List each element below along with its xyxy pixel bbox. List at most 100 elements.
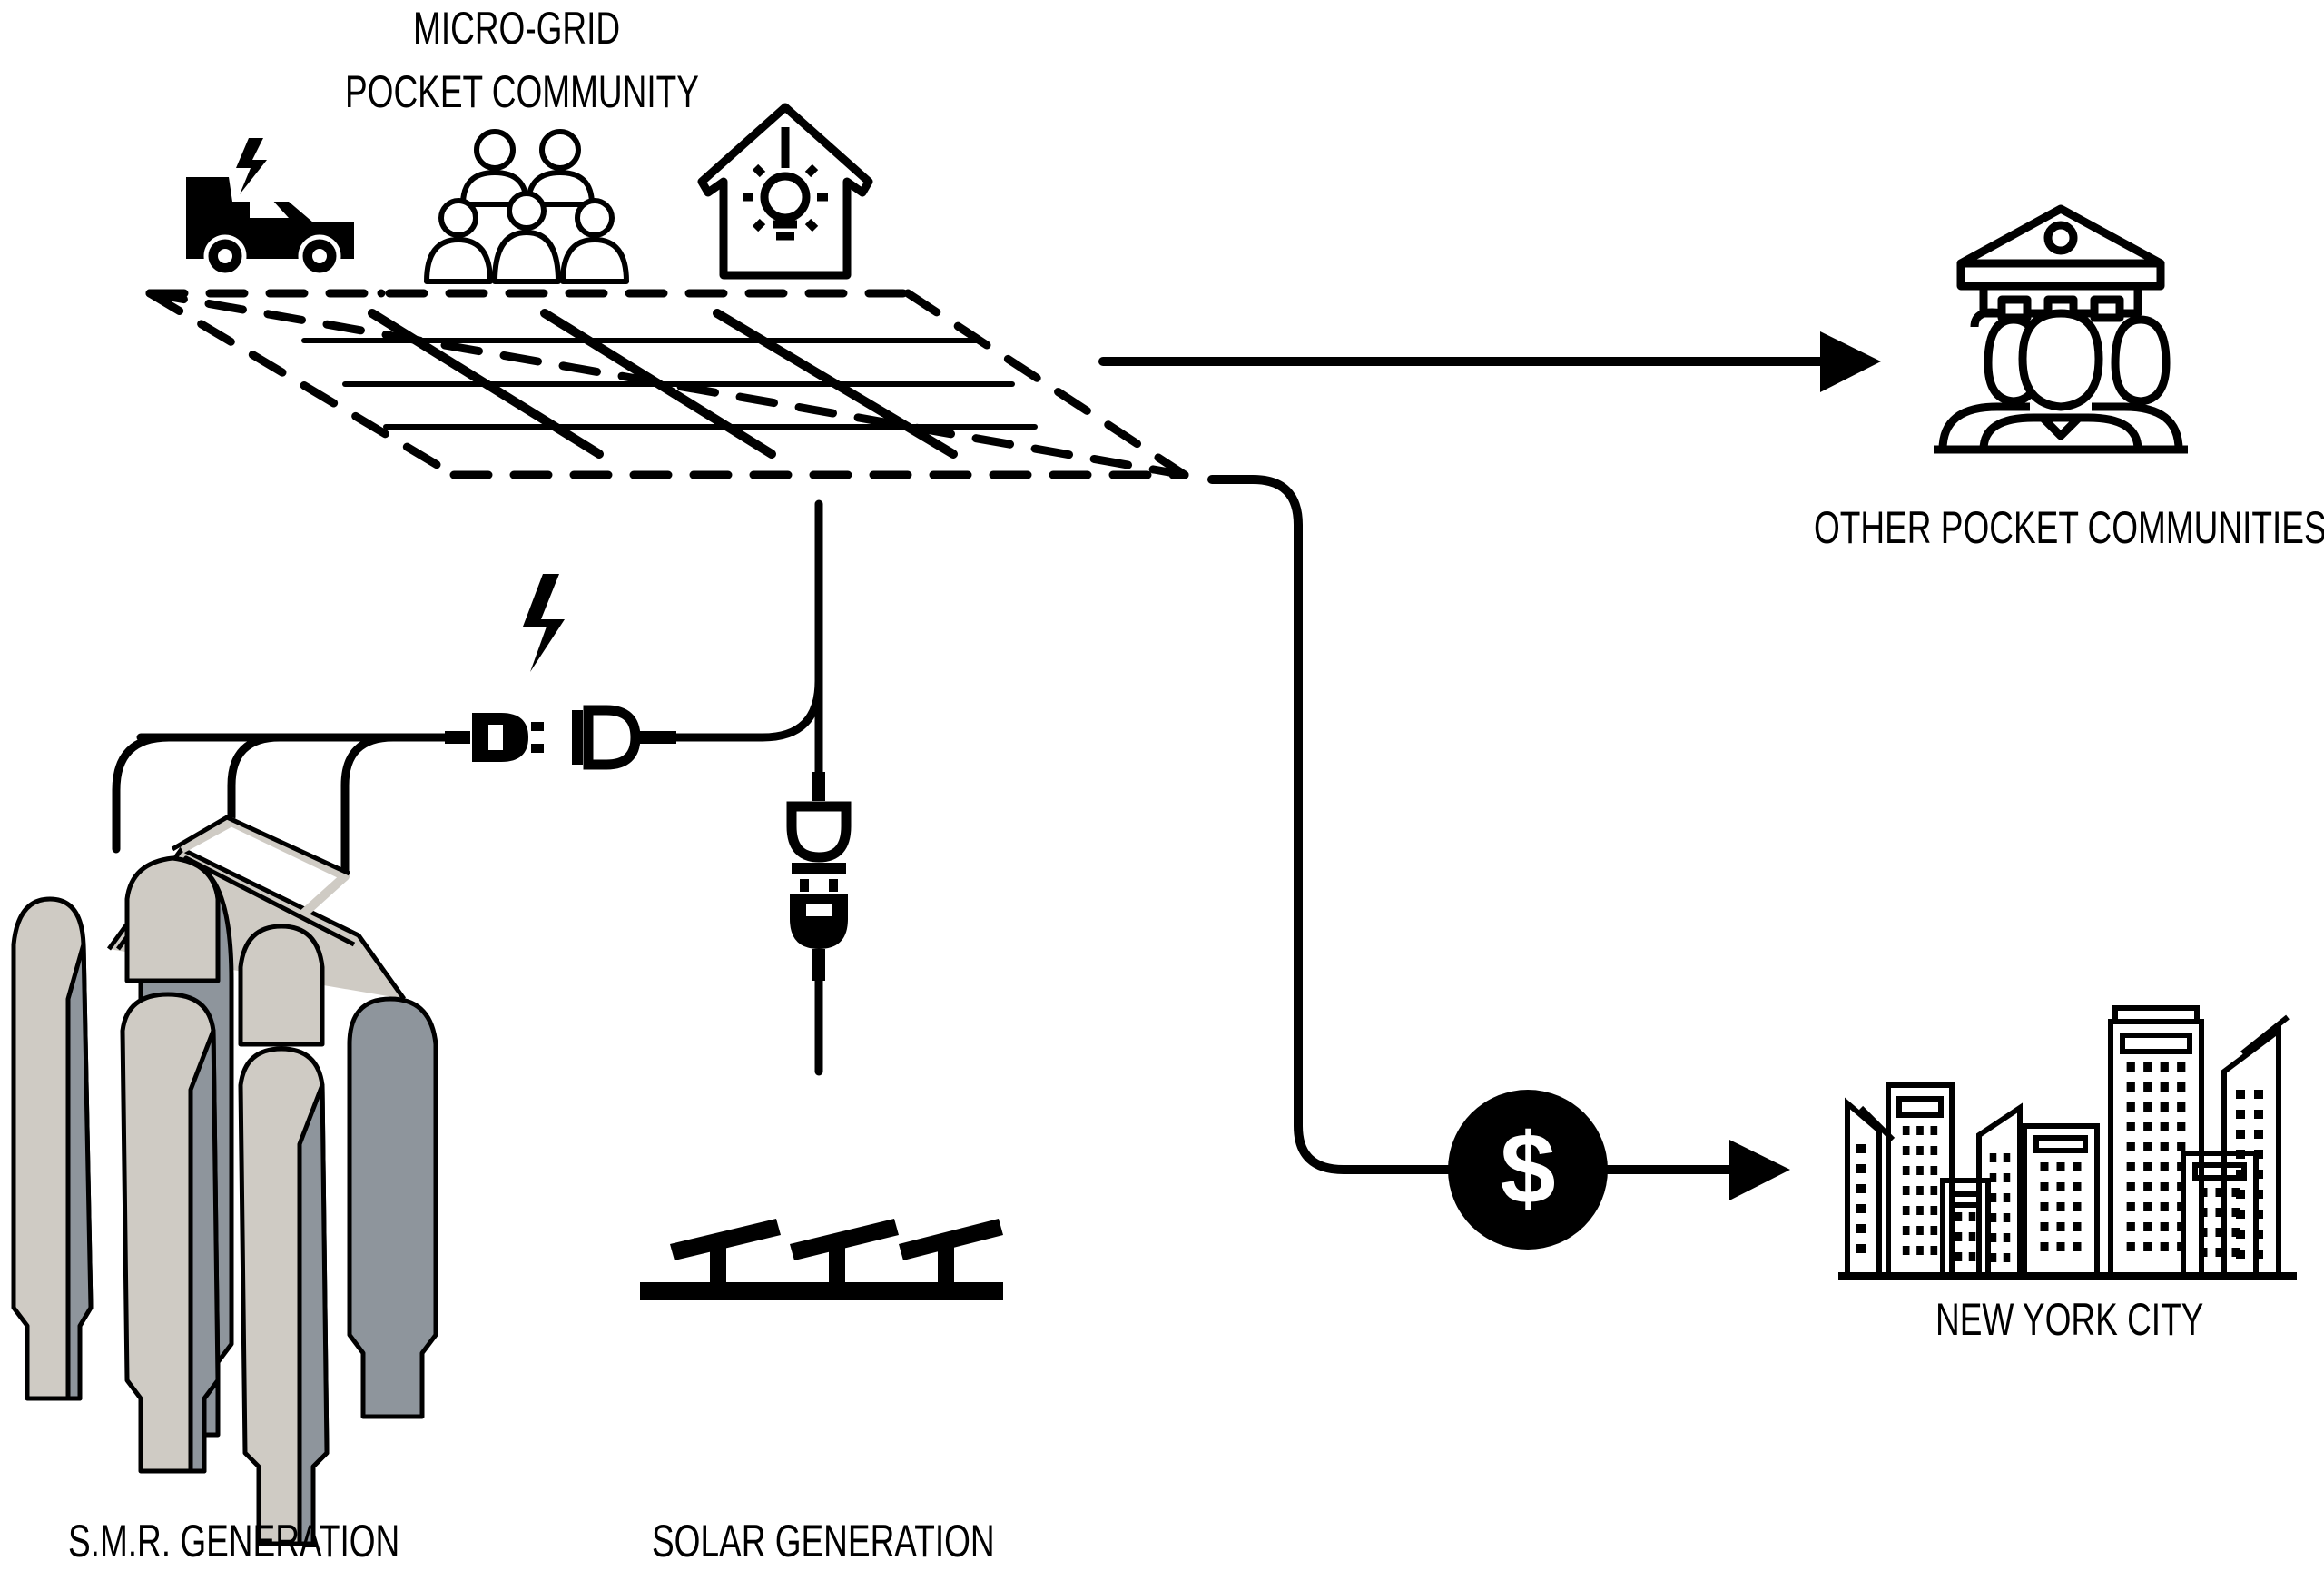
city-window <box>1989 1253 1997 1262</box>
city-window <box>2073 1202 2082 1211</box>
city-window <box>1955 1212 1963 1221</box>
city-window <box>2254 1150 2263 1159</box>
city-window <box>2126 1202 2135 1211</box>
city-window <box>1916 1186 1924 1195</box>
city-window <box>1916 1166 1924 1175</box>
city-window <box>1930 1226 1938 1235</box>
flow-lines <box>112 357 1838 1174</box>
city-window <box>2003 1233 2011 1242</box>
city-window <box>1856 1144 1866 1153</box>
city-window <box>2236 1170 2245 1179</box>
city-window <box>2056 1202 2065 1211</box>
city-window <box>2003 1213 2011 1222</box>
city-window <box>2040 1242 2049 1251</box>
city-skyline-windows <box>1856 1062 2263 1262</box>
city-window <box>2215 1188 2224 1197</box>
city-window <box>2160 1162 2169 1171</box>
solar-panels-icon <box>640 1219 1003 1300</box>
smart-home-icon <box>697 103 873 280</box>
city-window <box>1968 1252 1976 1261</box>
city-window <box>1902 1186 1910 1195</box>
city-window <box>2177 1062 2186 1072</box>
city-window <box>2177 1122 2186 1131</box>
city-window <box>1989 1193 1997 1202</box>
other-communities-label: OTHER POCKET COMMUNITIES <box>1814 502 2324 553</box>
city-window <box>1930 1186 1938 1195</box>
city-window <box>2177 1242 2186 1251</box>
city-window <box>2073 1162 2082 1171</box>
city-window <box>1856 1204 1866 1213</box>
city-window <box>2160 1182 2169 1191</box>
city-window <box>2199 1228 2208 1237</box>
city-window <box>2254 1230 2263 1239</box>
city-window <box>2126 1182 2135 1191</box>
city-window <box>2199 1248 2208 1257</box>
city-window <box>1955 1252 1963 1261</box>
city-window <box>1989 1213 1997 1222</box>
city-window <box>2003 1173 2011 1182</box>
city-window <box>2160 1082 2169 1092</box>
city-window <box>1916 1206 1924 1215</box>
money-token: $ <box>1448 1090 1608 1250</box>
dollar-symbol: $ <box>1500 1113 1555 1225</box>
city-window <box>2254 1170 2263 1179</box>
city-window <box>2177 1102 2186 1112</box>
city-window <box>1902 1166 1910 1175</box>
city-window <box>1856 1244 1866 1253</box>
city-window <box>2215 1248 2224 1257</box>
city-window <box>2073 1182 2082 1191</box>
city-window <box>2143 1222 2152 1231</box>
city-window <box>2143 1242 2152 1251</box>
plug-connector-horizontal <box>445 574 676 770</box>
city-window <box>2236 1130 2245 1139</box>
city-window <box>1989 1233 1997 1242</box>
city-window <box>2126 1102 2135 1112</box>
city-window <box>2177 1202 2186 1211</box>
city-window <box>1916 1246 1924 1255</box>
city-window <box>2040 1162 2049 1171</box>
city-window <box>2056 1242 2065 1251</box>
city-skyline-icon <box>1838 1005 2297 1280</box>
city-window <box>2236 1190 2245 1199</box>
city-window <box>1902 1126 1910 1135</box>
city-window <box>2236 1150 2245 1159</box>
city-window <box>1930 1246 1938 1255</box>
arrowhead-to-nyc <box>1729 1140 1790 1200</box>
city-window <box>1955 1232 1963 1241</box>
city-window <box>1930 1206 1938 1215</box>
city-window <box>2143 1162 2152 1171</box>
micro-grid-plane <box>145 289 1189 479</box>
city-window <box>2143 1102 2152 1112</box>
arrowhead-to-communities <box>1820 331 1881 392</box>
city-window <box>1856 1224 1866 1233</box>
city-window <box>2160 1202 2169 1211</box>
city-window <box>2040 1222 2049 1231</box>
city-window <box>2160 1242 2169 1251</box>
city-window <box>2040 1202 2049 1211</box>
city-window <box>2177 1182 2186 1191</box>
city-window <box>2236 1090 2245 1099</box>
city-window <box>2177 1142 2186 1151</box>
city-window <box>1902 1206 1910 1215</box>
city-window <box>1930 1166 1938 1175</box>
city-window <box>1916 1226 1924 1235</box>
city-window <box>1856 1164 1866 1173</box>
city-window <box>2126 1222 2135 1231</box>
city-window <box>2073 1222 2082 1231</box>
city-window <box>2003 1193 2011 1202</box>
plug-connector-vertical <box>786 772 852 981</box>
electric-car-icon <box>186 138 354 278</box>
city-window <box>2215 1208 2224 1217</box>
city-window <box>2199 1208 2208 1217</box>
micro-grid-title: MICRO-GRID <box>413 3 621 54</box>
city-window <box>2160 1062 2169 1072</box>
institution-people-icon <box>1934 204 2188 454</box>
city-window <box>2040 1182 2049 1191</box>
city-window <box>2254 1250 2263 1259</box>
city-window <box>2073 1242 2082 1251</box>
city-window <box>2143 1202 2152 1211</box>
new-york-city-label: NEW YORK CITY <box>1935 1294 2204 1345</box>
city-window <box>2177 1162 2186 1171</box>
city-window <box>2126 1162 2135 1171</box>
